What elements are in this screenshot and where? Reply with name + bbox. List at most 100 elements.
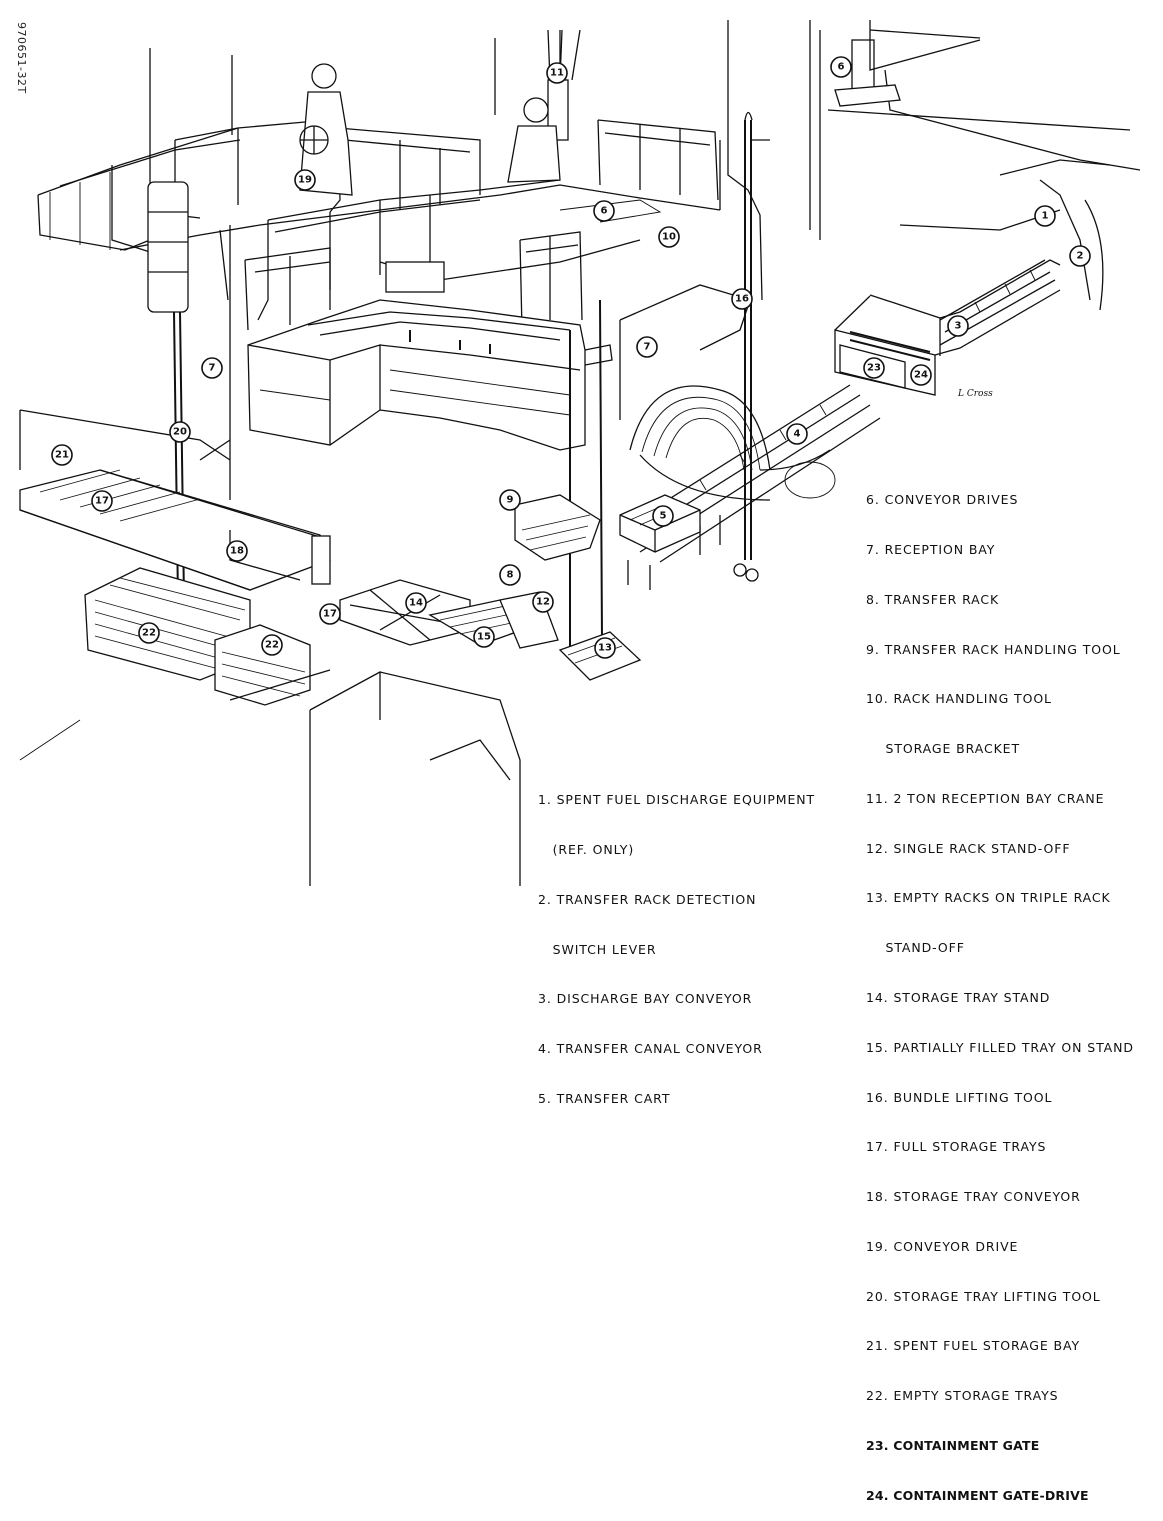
svg-text:21: 21: [55, 450, 69, 461]
svg-text:2: 2: [1077, 251, 1084, 262]
legend-item: 6. CONVEYOR DRIVES: [866, 492, 1019, 508]
isometric-drawing: L Cross 1 2 3 4 5 6 6 7 7 8 9 10 11 12 1…: [19, 20, 1141, 886]
legend-item: 23. CONTAINMENT GATE: [866, 1438, 1040, 1454]
callout-22a: 22: [138, 622, 160, 644]
drafter-signature: L Cross: [957, 389, 993, 399]
legend-item: 1. SPENT FUEL DISCHARGE EQUIPMENT: [538, 792, 816, 808]
svg-text:9: 9: [507, 495, 514, 506]
svg-text:7: 7: [209, 363, 216, 374]
legend-item: 20. STORAGE TRAY LIFTING TOOL: [866, 1288, 1101, 1304]
callout-24: 24: [910, 364, 932, 386]
legend-item: 18. STORAGE TRAY CONVEYOR: [866, 1189, 1081, 1205]
operator-left: [299, 63, 353, 196]
legend-item: 12. SINGLE RACK STAND-OFF: [866, 840, 1071, 856]
svg-text:8: 8: [507, 570, 514, 581]
callout-21: 21: [51, 444, 73, 466]
legend-item: 7. RECEPTION BAY: [866, 541, 996, 557]
legend-item: 15. PARTIALLY FILLED TRAY ON STAND: [866, 1039, 1134, 1055]
svg-text:24: 24: [914, 370, 928, 381]
canal-tunnel-arch: [629, 385, 836, 501]
svg-text:5: 5: [660, 511, 667, 522]
legend-item: 5. TRANSFER CART: [538, 1090, 671, 1106]
legend-item: 14. STORAGE TRAY STAND: [866, 990, 1051, 1005]
callout-9: 9: [499, 489, 521, 511]
legend-item: 13. EMPTY RACKS ON TRIPLE RACK: [866, 890, 1111, 906]
callout-7a: 7: [201, 357, 223, 379]
callout-2: 2: [1069, 245, 1091, 267]
callout-5: 5: [652, 505, 674, 527]
svg-text:19: 19: [298, 175, 312, 186]
svg-text:6: 6: [601, 206, 608, 217]
svg-text:23: 23: [867, 363, 881, 374]
callout-10: 10: [658, 226, 680, 248]
legend-left: 1. SPENT FUEL DISCHARGE EQUIPMENT (REF. …: [538, 759, 815, 1124]
reception-bay-block: [247, 284, 751, 451]
legend-item: 2. TRANSFER RACK DETECTION: [538, 891, 757, 907]
storage-tray-stack: [84, 567, 311, 706]
svg-text:4: 4: [794, 429, 801, 440]
legend-item: 10. RACK HANDLING TOOL: [866, 691, 1052, 707]
callout-12: 12: [532, 591, 554, 613]
callout-15: 15: [473, 626, 495, 648]
legend-item: 21. SPENT FUEL STORAGE BAY: [866, 1338, 1081, 1354]
legend-item: 8. TRANSFER RACK: [866, 591, 1000, 607]
callout-19: 19: [294, 169, 316, 191]
svg-text:3: 3: [955, 321, 962, 332]
svg-text:12: 12: [536, 597, 550, 608]
svg-text:6: 6: [838, 62, 845, 73]
operator-right: [507, 97, 561, 183]
svg-text:17: 17: [95, 496, 109, 507]
transfer-rack: [514, 494, 601, 561]
callout-18: 18: [226, 540, 248, 562]
svg-text:18: 18: [230, 546, 244, 557]
svg-text:22: 22: [265, 640, 279, 651]
callout-6a: 6: [830, 56, 852, 78]
svg-text:7: 7: [644, 342, 651, 353]
callout-17a: 17: [91, 490, 113, 512]
callout-3: 3: [947, 315, 969, 337]
legend-item: 9. TRANSFER RACK HANDLING TOOL: [866, 641, 1121, 657]
deck-platform: [119, 184, 721, 301]
callout-22b: 22: [261, 634, 283, 656]
svg-text:17: 17: [323, 609, 337, 620]
callout-13: 13: [594, 637, 616, 659]
legend-item: 24. CONTAINMENT GATE-DRIVE: [866, 1487, 1089, 1503]
callout-8: 8: [499, 564, 521, 586]
walkway-railings: [37, 119, 721, 331]
svg-text:14: 14: [409, 598, 423, 609]
legend-item: STAND-OFF: [866, 940, 965, 956]
svg-text:15: 15: [477, 632, 491, 643]
legend-item: STORAGE BRACKET: [866, 741, 1021, 757]
legend-item: 4. TRANSFER CANAL CONVEYOR: [538, 1041, 763, 1057]
callout-4: 4: [786, 423, 808, 445]
callout-14: 14: [405, 592, 427, 614]
legend-item: 22. EMPTY STORAGE TRAYS: [866, 1388, 1059, 1404]
svg-text:11: 11: [550, 68, 564, 79]
svg-text:13: 13: [598, 643, 612, 654]
callout-11: 11: [546, 62, 568, 84]
legend-item: 11. 2 TON RECEPTION BAY CRANE: [866, 790, 1105, 806]
lower-pit: [19, 669, 521, 886]
callout-23: 23: [863, 357, 885, 379]
legend-item: 19. CONVEYOR DRIVE: [866, 1238, 1019, 1254]
callout-7b: 7: [636, 336, 658, 358]
bundle-lifting-tool: [733, 111, 770, 582]
callout-16: 16: [731, 288, 753, 310]
svg-text:22: 22: [142, 628, 156, 639]
conveyor-drive-upper: [834, 20, 981, 107]
callout-20: 20: [169, 421, 191, 443]
legend-item: (REF. ONLY): [538, 841, 635, 857]
callout-1: 1: [1034, 205, 1056, 227]
legend-item: 17. FULL STORAGE TRAYS: [866, 1139, 1047, 1155]
svg-text:16: 16: [735, 294, 749, 305]
legend-right: 6. CONVEYOR DRIVES 7. RECEPTION BAY 8. T…: [866, 459, 1134, 1521]
svg-text:20: 20: [173, 427, 187, 438]
figure-id: 970651-32T: [15, 22, 28, 94]
reception-bay-crane: [547, 29, 603, 650]
svg-text:10: 10: [662, 232, 676, 243]
legend-item: 16. BUNDLE LIFTING TOOL: [866, 1089, 1053, 1105]
callout-6b: 6: [593, 200, 615, 222]
callout-17b: 17: [319, 603, 341, 625]
legend-item: SWITCH LEVER: [538, 941, 657, 957]
svg-text:1: 1: [1042, 211, 1049, 222]
